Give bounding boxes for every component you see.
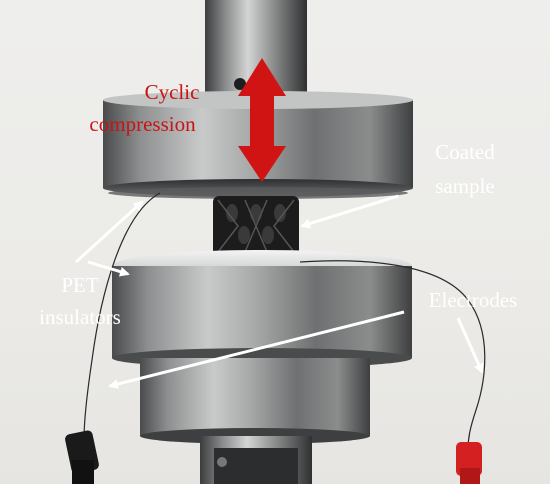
coated-sample-arrow: [300, 194, 399, 229]
coated-sample-label-line2: sample: [435, 174, 495, 198]
pet-insulators-label-line1: PET: [61, 273, 99, 297]
electrodes-label: Electrodes: [428, 288, 518, 312]
cyclic-compression-label-line1: Cyclic: [144, 80, 200, 104]
electrode-wires: [83, 192, 486, 451]
coated-sample-label-line1: Coated: [435, 140, 495, 164]
electrode-arrow-right: [456, 317, 484, 374]
black-alligator-clip: [65, 430, 99, 484]
pet-insulator-arrow-upper: [74, 200, 144, 264]
upper-pet-insulator: [108, 187, 408, 199]
annotation-arrows: [74, 194, 484, 389]
coated-lattice-sample: [213, 196, 299, 256]
cyclic-compression-label-line2: compression: [89, 112, 196, 136]
red-alligator-clip: [456, 442, 482, 484]
shaft-screw-hole: [234, 78, 246, 90]
pet-insulators-label-line2: insulators: [39, 305, 121, 329]
lower-base-step: [140, 358, 370, 436]
electrode-arrow-left: [108, 310, 405, 389]
pet-insulator-arrow-lower: [87, 260, 130, 277]
compression-arrow: [238, 58, 286, 182]
lower-platen: [112, 266, 412, 358]
bottom-screw: [217, 457, 227, 467]
bottom-fixture-collar: [214, 448, 298, 484]
